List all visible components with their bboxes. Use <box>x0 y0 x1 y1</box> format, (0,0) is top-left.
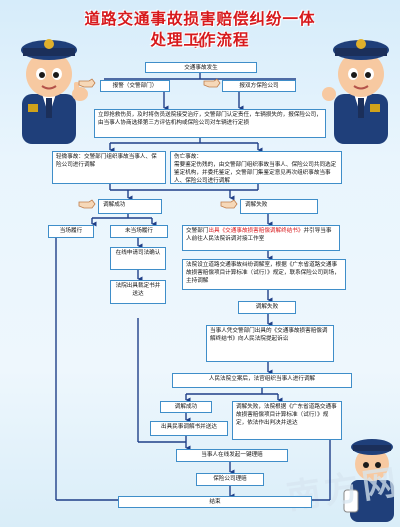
node-termination-suffix: 并引导当事人前往人民法院诉调对接工作室 <box>186 228 332 242</box>
police-officer-bottom-illustration <box>343 439 394 522</box>
node-minor-accident: 轻微事故：交警部门组织事故当事人、保险公司进行调解 <box>52 151 166 184</box>
node-mediation-failure-label: 调解失败 <box>245 202 268 208</box>
node-mediation-success-label: 调解成功 <box>103 202 126 208</box>
node-civil-mediation-delivered: 出具民事调解书并送达 <box>150 421 228 436</box>
node-termination-red-text: 出具《交通事故损害赔偿调解终结书》 <box>208 228 304 234</box>
title-line-2: 处理工作流程 <box>150 31 250 49</box>
node-rescue-and-assess: 立即抢救伤员，及时将伤员送院接受治疗，交警部门认定责任，车辆损失的，报保险公司，… <box>94 109 326 138</box>
node-court-case-mediation: 人民法院立案后，法官组织当事人进行调解 <box>172 373 352 388</box>
node-mediation-failure-2: 调解失败 <box>238 301 296 314</box>
pointing-hand-icon <box>220 199 238 209</box>
police-officer-left-illustration <box>21 39 88 144</box>
node-report-insurers: 报双方保险公司 <box>222 80 296 92</box>
node-casualty-accident: 伤亡事故： 需要鉴定伤残的，由交警部门组织事故当事人、保险公司共同选定鉴定机构，… <box>170 151 342 184</box>
pointing-hand-icon <box>203 78 221 88</box>
node-casualty-accident-body: 需要鉴定伤残的，由交警部门组织事故当事人、保险公司共同选定鉴定机构，并委托鉴定，… <box>174 162 337 184</box>
police-officer-right-illustration <box>322 39 389 144</box>
node-termination-prefix: 交警部门 <box>186 228 209 234</box>
node-insurer-claim: 保险公司理赔 <box>196 473 264 486</box>
title-line-1: 道路交通事故损害赔偿纠纷一体化 <box>84 10 316 50</box>
node-not-performed-on-site: 未当场履行 <box>110 225 168 238</box>
node-perform-on-site: 当场履行 <box>48 225 94 238</box>
node-accident-occurs: 交通事故发生 <box>145 62 257 73</box>
node-online-judicial-confirmation: 在线申请司法确认 <box>110 247 166 270</box>
pointing-hand-icon <box>78 78 96 88</box>
node-mediation-success: 调解成功 <box>98 199 162 214</box>
node-online-claim: 当事人在线发起一键理赔 <box>176 449 288 462</box>
node-report-police: 报警（交警部门） <box>100 80 170 92</box>
node-casualty-accident-title: 伤亡事故： <box>174 154 202 160</box>
node-mediation-failure: 调解失败 <box>240 199 318 214</box>
node-file-lawsuit: 当事人凭交警部门出具的《交通事故损害赔偿调解终结书》向人民法院提起诉讼 <box>206 325 334 362</box>
node-issue-termination-letter: 交警部门出具《交通事故损害赔偿调解终结书》并引导当事人前往人民法院诉调对接工作室 <box>182 225 340 251</box>
node-mediation-success-2: 调解成功 <box>160 401 212 413</box>
pointing-hand-icon <box>78 199 96 209</box>
node-court-mediation-room: 法院设立道路交通事故纠纷调解室，根据《广东省道路交通事故损害赔偿项目计算标准（试… <box>182 259 346 290</box>
node-court-ruling-delivered: 法院出具裁定书并送达 <box>110 280 166 304</box>
node-court-judgment: 调解失败，法院根据《广东省道路交通事故损害赔偿项目计算标准（试行）》规定，依法作… <box>232 401 342 440</box>
node-end: 结束 <box>118 496 312 508</box>
